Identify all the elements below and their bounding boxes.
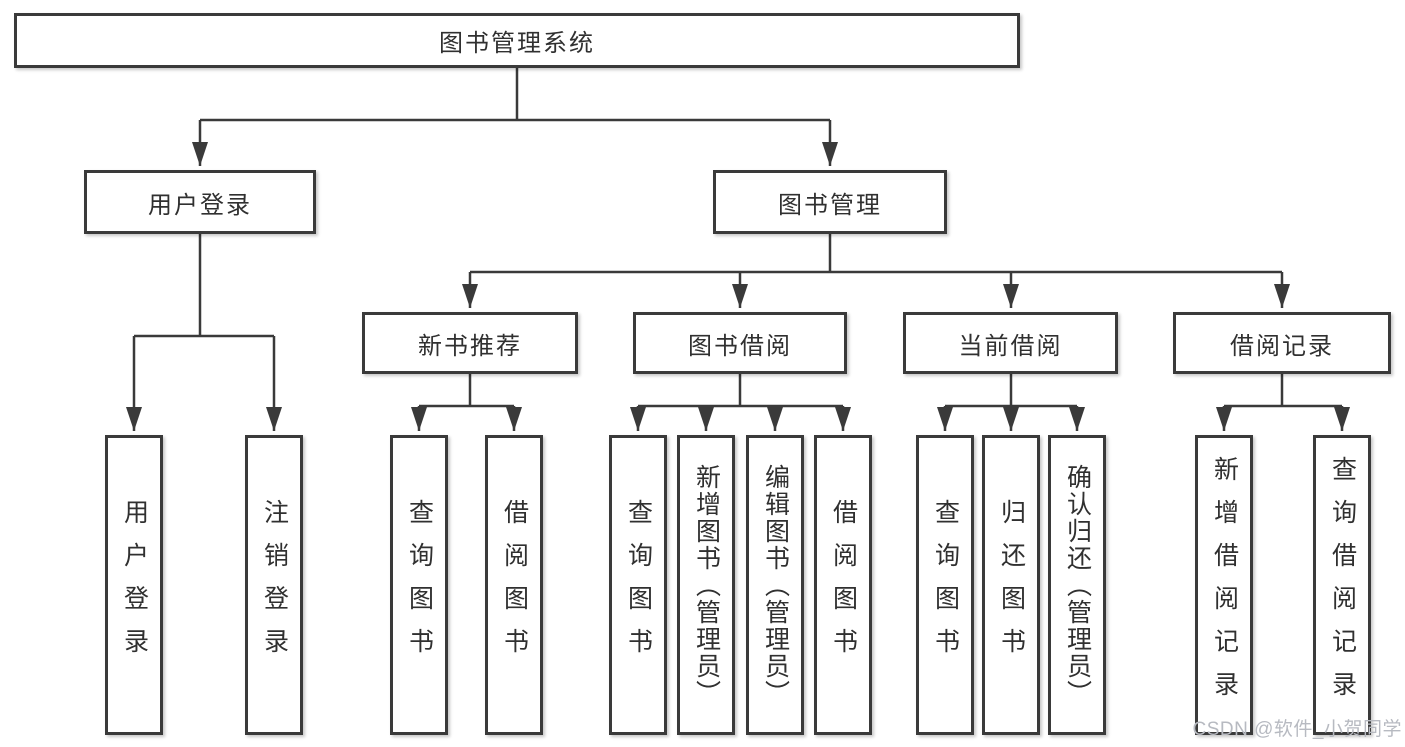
node-root-system: 图书管理系统 <box>14 13 1020 68</box>
leaf-logout: 注销登录 <box>245 435 303 735</box>
leaf-add-book-admin: 新增图书（管理员） <box>677 435 735 735</box>
leaf-query-books-current: 查询图书 <box>916 435 974 735</box>
leaf-confirm-return-admin: 确认归还（管理员） <box>1048 435 1106 735</box>
node-book-borrowing: 图书借阅 <box>633 312 847 374</box>
csdn-watermark: CSDN @软件_小贺同学 <box>1192 719 1402 740</box>
leaf-query-books-recommend: 查询图书 <box>390 435 448 735</box>
leaf-add-borrow-record: 新增借阅记录 <box>1195 435 1253 735</box>
leaf-borrow-books-recommend: 借阅图书 <box>485 435 543 735</box>
leaf-borrow-books-borrowing: 借阅图书 <box>814 435 872 735</box>
node-current-borrowing: 当前借阅 <box>903 312 1118 374</box>
node-borrowing-records: 借阅记录 <box>1173 312 1391 374</box>
leaf-query-borrow-record: 查询借阅记录 <box>1313 435 1371 735</box>
leaf-return-books: 归还图书 <box>982 435 1040 735</box>
leaf-edit-book-admin: 编辑图书（管理员） <box>746 435 804 735</box>
leaf-query-books-borrowing: 查询图书 <box>609 435 667 735</box>
node-book-management: 图书管理 <box>713 170 947 234</box>
node-user-login: 用户登录 <box>84 170 316 234</box>
leaf-user-login: 用户登录 <box>105 435 163 735</box>
node-new-book-recommend: 新书推荐 <box>362 312 578 374</box>
